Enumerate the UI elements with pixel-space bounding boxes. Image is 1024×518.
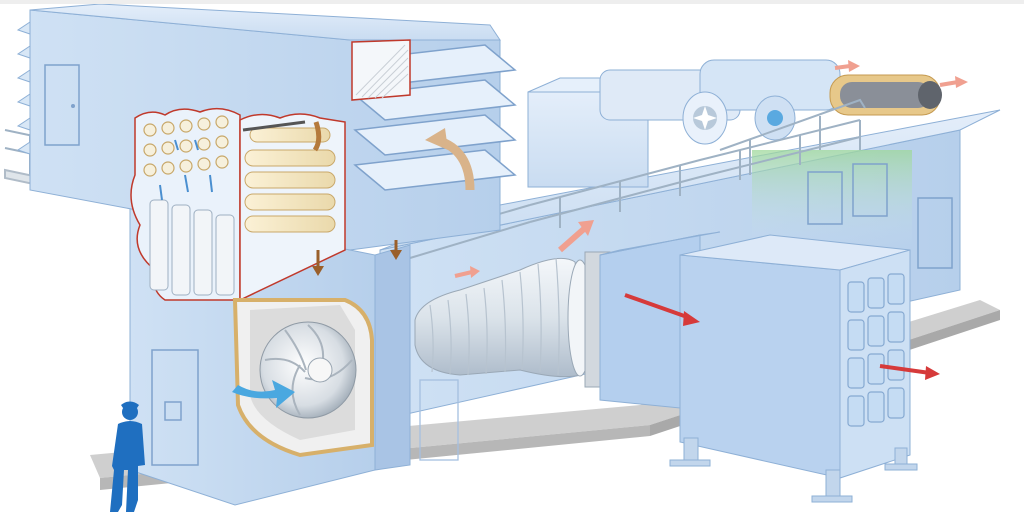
generator-assembly <box>527 59 942 188</box>
airflow-arrows <box>312 60 968 380</box>
intake-air-arrow-icon <box>232 380 295 408</box>
exhaust-silencer <box>669 234 918 503</box>
filter-flow-arrows <box>159 139 213 201</box>
silencer-baffles <box>847 273 905 427</box>
fan-rotor-icon <box>259 321 357 419</box>
silencer-legs <box>669 437 918 503</box>
fan-icon <box>693 106 717 130</box>
ventilation-glow <box>752 150 912 245</box>
hall-door-1[interactable] <box>807 171 843 225</box>
hall-door-3[interactable] <box>917 197 953 269</box>
access-door[interactable] <box>151 349 199 466</box>
inlet-plenum-cutaway <box>232 298 374 458</box>
louver-fins-left <box>16 21 31 155</box>
inlet-screen-cutaway <box>351 39 411 101</box>
side-access-door[interactable] <box>419 379 459 461</box>
flow-arrow-icon <box>312 121 322 152</box>
pocket-filter-grid <box>143 115 229 177</box>
cartridge-filters <box>244 127 336 233</box>
hall-door-2[interactable] <box>852 163 888 217</box>
intake-house-door[interactable] <box>44 64 80 146</box>
worker-silhouette-icon <box>110 401 145 512</box>
pleated-filter-panels <box>149 199 235 296</box>
top-edge <box>0 0 1024 4</box>
cleaning-lance <box>242 120 306 132</box>
